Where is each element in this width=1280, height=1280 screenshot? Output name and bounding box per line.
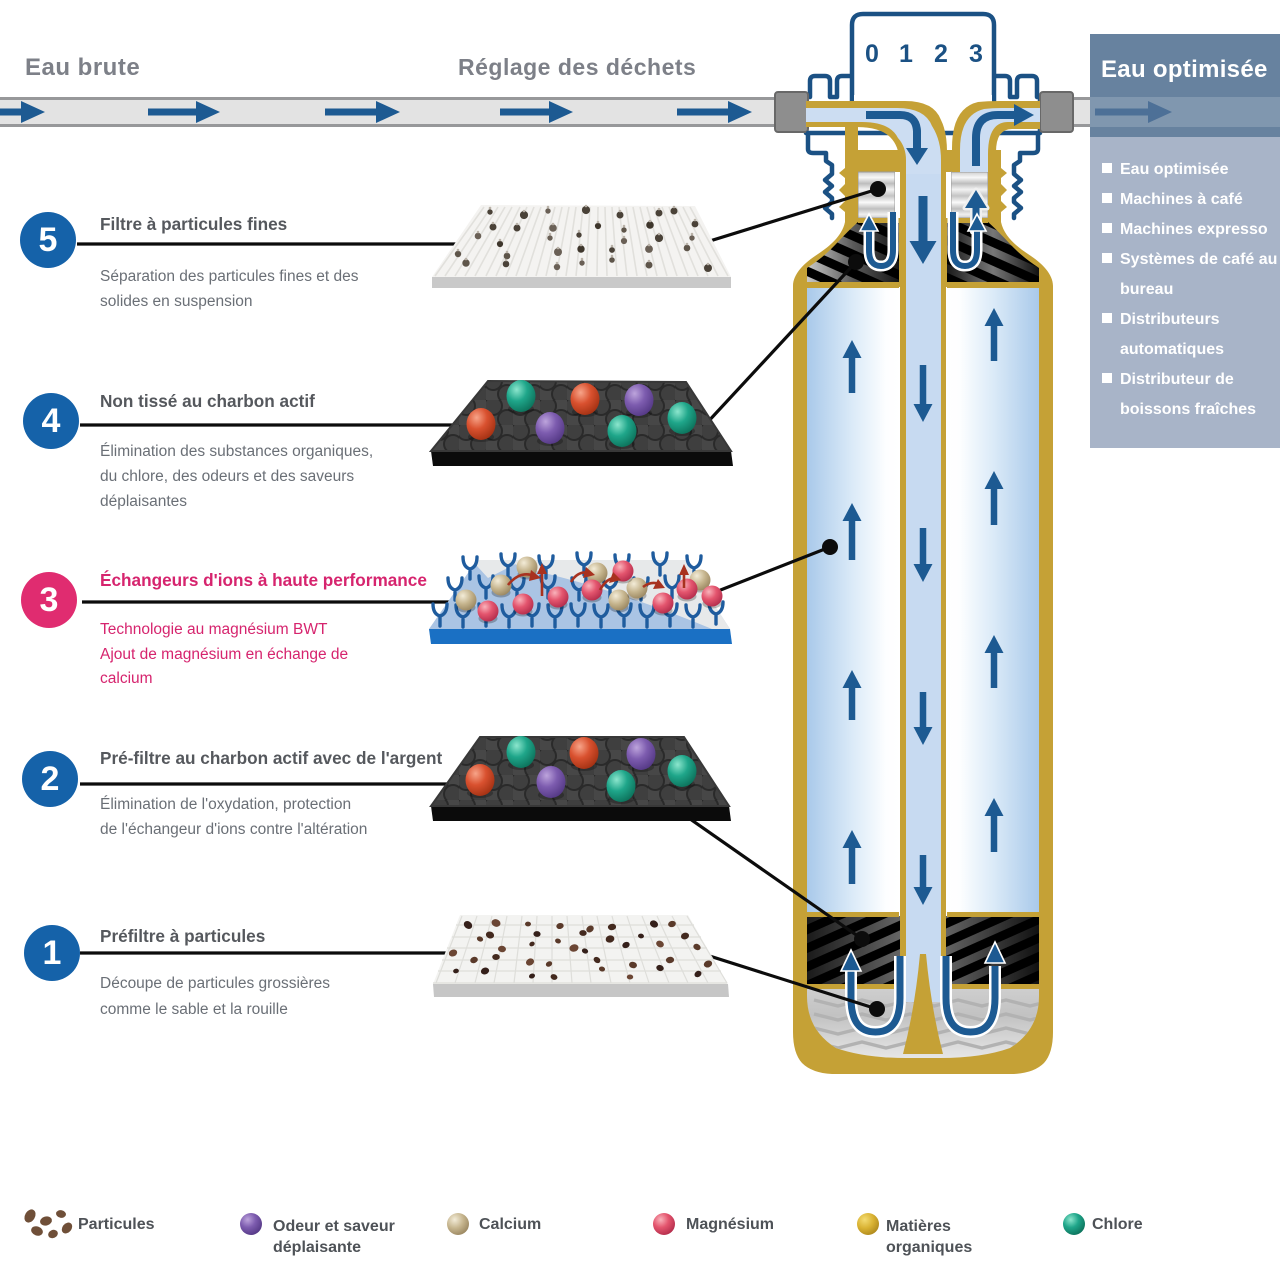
svg-text:1: 1 — [899, 40, 913, 68]
svg-text:2: 2 — [934, 40, 948, 68]
svg-text:0: 0 — [865, 40, 879, 68]
svg-text:3: 3 — [969, 40, 983, 68]
